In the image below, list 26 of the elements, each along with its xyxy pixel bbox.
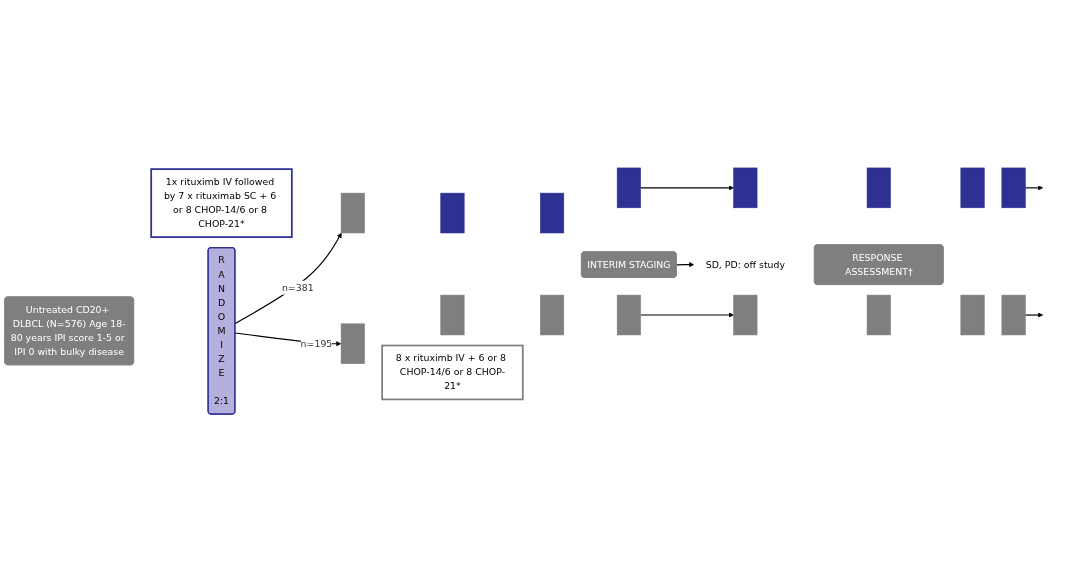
node-bar <box>960 167 985 209</box>
node-bar <box>733 294 758 336</box>
node-box: 8 x rituximb IV + 6 or 8 CHOP-14/6 or 8 CHOP-21* <box>381 344 524 401</box>
arrow <box>640 312 734 318</box>
node-bar <box>960 294 985 336</box>
node-bar <box>616 294 641 336</box>
node-bar <box>733 167 758 209</box>
node-bar <box>440 294 465 336</box>
arrow <box>1024 312 1044 318</box>
arrow <box>676 262 695 268</box>
node-bar <box>616 167 641 209</box>
node-bar <box>540 294 565 336</box>
node-bar <box>440 192 465 234</box>
node-bar <box>866 167 891 209</box>
node-bar <box>340 192 365 234</box>
arrow <box>234 232 342 325</box>
edge-label: n=381 <box>281 281 314 293</box>
node-text: SD, PD: off study <box>705 258 786 270</box>
node-bar <box>340 323 365 364</box>
node-bar <box>866 294 891 336</box>
edge-label: n=195 <box>300 337 333 350</box>
node-bar <box>540 192 565 234</box>
node-bar <box>1001 167 1026 209</box>
arrow <box>640 185 734 191</box>
node-box: 1x rituximb IV followed by 7 x rituximab SC + 6 or 8 CHOP-14/6 or 8 CHOP-21* <box>150 168 293 238</box>
node-bar <box>1001 294 1026 336</box>
